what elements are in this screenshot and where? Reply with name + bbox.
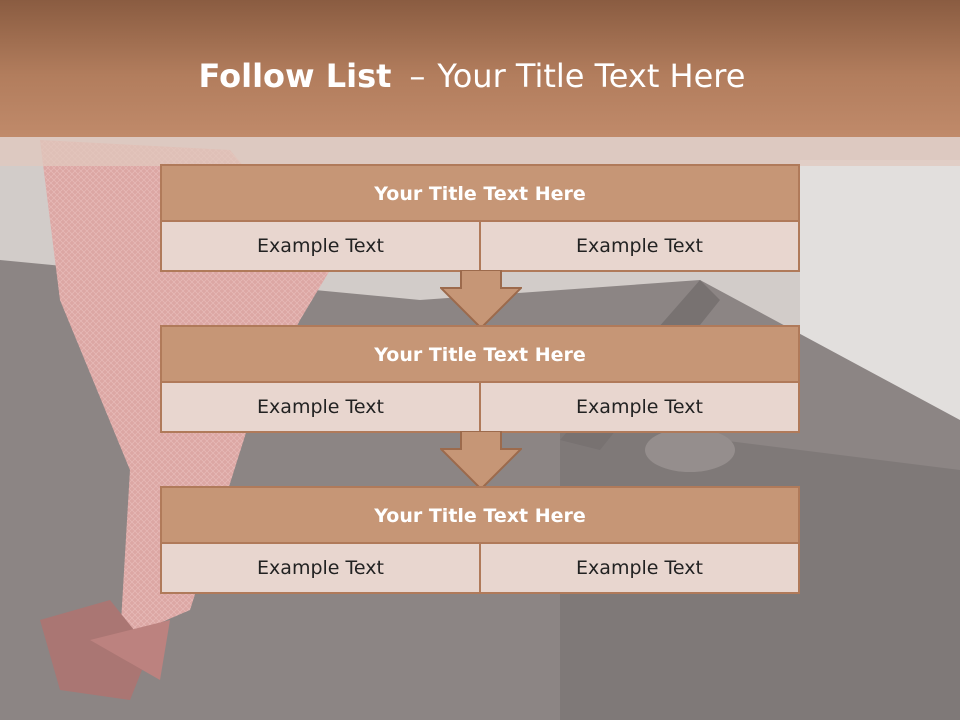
slide-title-bold: Follow List [198, 57, 392, 95]
flow-box-cell-right: Example Text [479, 383, 798, 431]
flow-box-row: Example Text Example Text [162, 544, 798, 592]
slide-title-rest: Your Title Text Here [437, 57, 746, 95]
down-arrow-icon [440, 431, 522, 491]
flow-box-cell-right: Example Text [479, 544, 798, 592]
header-band [0, 0, 960, 137]
flow-box-2: Your Title Text Here Example Text Exampl… [160, 325, 800, 433]
flow-box-title: Your Title Text Here [162, 327, 798, 383]
flow-box-cell-left: Example Text [162, 222, 479, 270]
slide-title: Follow List–Your Title Text Here [0, 56, 944, 96]
flow-box-3: Your Title Text Here Example Text Exampl… [160, 486, 800, 594]
flow-box-title: Your Title Text Here [162, 166, 798, 222]
flow-box-cell-right: Example Text [479, 222, 798, 270]
flow-box-cell-left: Example Text [162, 383, 479, 431]
flow-box-cell-left: Example Text [162, 544, 479, 592]
flow-box-1: Your Title Text Here Example Text Exampl… [160, 164, 800, 272]
flow-box-title: Your Title Text Here [162, 488, 798, 544]
slide-title-separator: – [409, 57, 426, 95]
flow-box-row: Example Text Example Text [162, 383, 798, 431]
flow-box-row: Example Text Example Text [162, 222, 798, 270]
down-arrow-icon [440, 270, 522, 330]
header-strip [0, 137, 960, 166]
